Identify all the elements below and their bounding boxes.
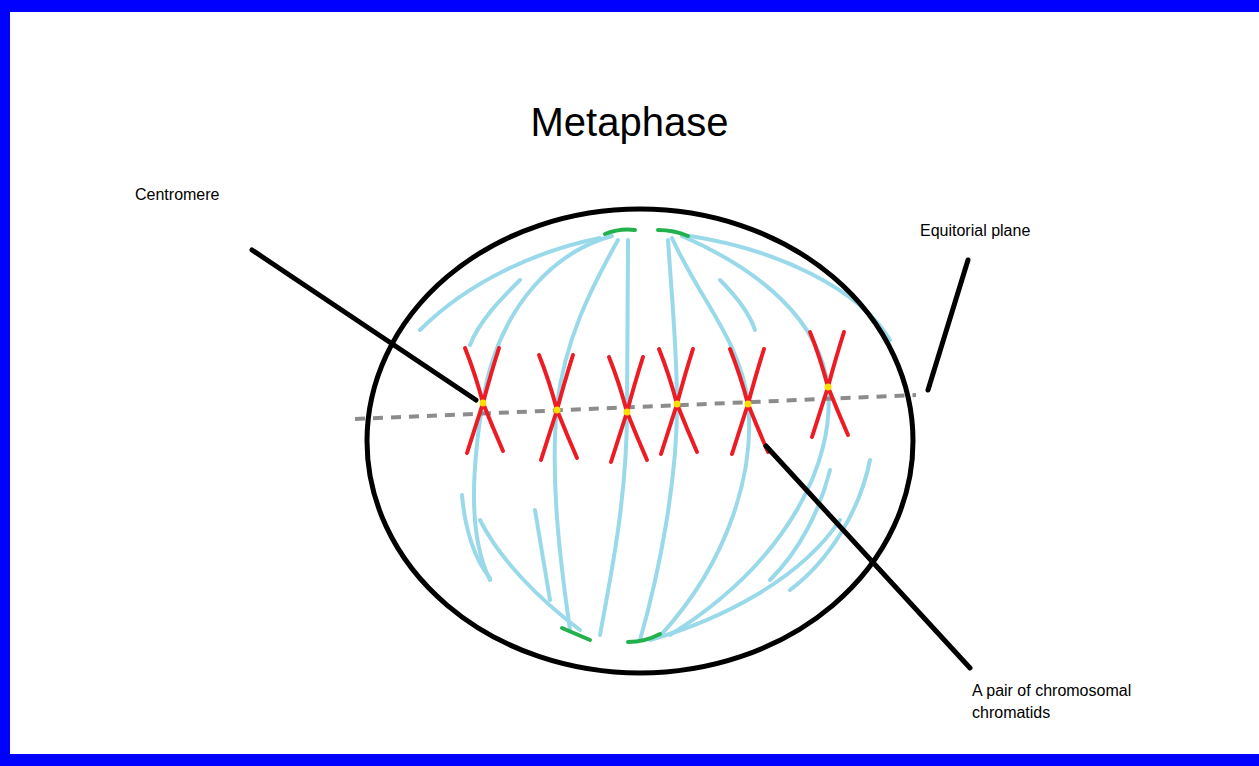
centromere-dot [745, 401, 752, 408]
centromere-dot [624, 409, 631, 416]
centromere-dot [674, 401, 681, 408]
part-label: A pair of chromosomal chromatids [972, 680, 1167, 724]
chromosomes [465, 332, 848, 462]
chromosome [465, 348, 503, 453]
centromere-dot [480, 400, 487, 407]
chromosome [659, 349, 697, 454]
cell-membrane [367, 209, 913, 673]
chromosome [810, 332, 848, 437]
chromosome [609, 357, 647, 462]
centromere-dot [554, 407, 561, 414]
centrosomes [562, 230, 688, 643]
part-label: Equitorial plane [920, 222, 1030, 240]
part-label: Centromere [135, 186, 219, 204]
diagram-title: Metaphase [0, 100, 1259, 145]
chromosome [730, 349, 768, 454]
leader-lines [252, 250, 970, 668]
centromere-dot [825, 384, 832, 391]
spindle-fibers [420, 236, 890, 640]
chromosome [539, 355, 577, 460]
